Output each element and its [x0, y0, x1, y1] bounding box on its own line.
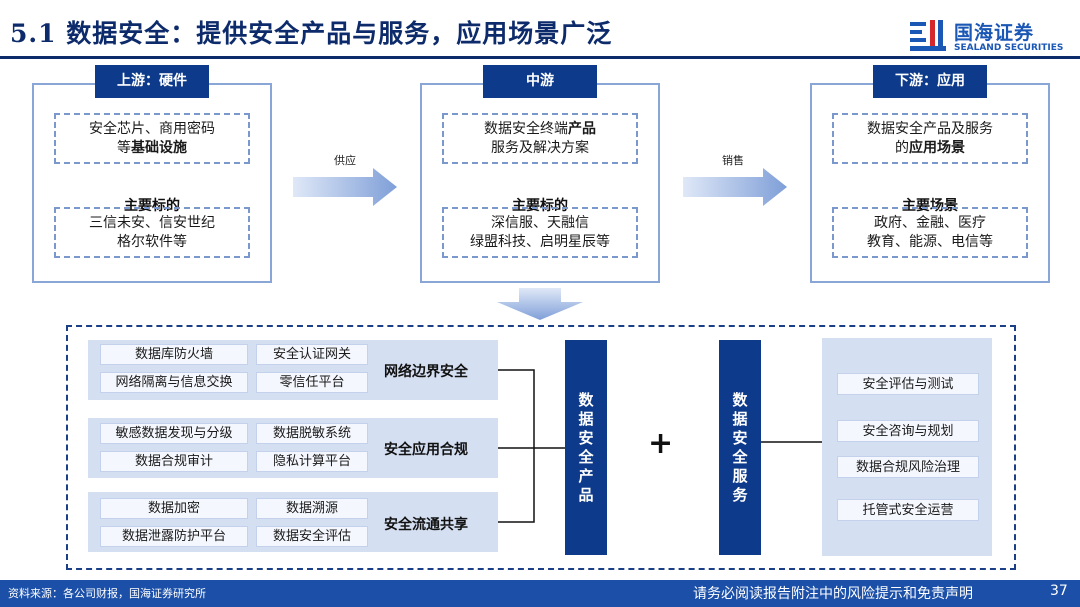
downstream-box2-line1: 政府、金融、医疗: [874, 215, 986, 231]
product-chip: 数据安全评估: [256, 526, 368, 547]
product-chip: 数据溯源: [256, 498, 368, 519]
midstream-header: 中游: [483, 65, 597, 98]
footer-disclaimer: 请务必阅读报告附注中的风险提示和免责声明: [693, 586, 973, 602]
downstream-box1-line2-emphasis: 应用场景: [909, 140, 965, 156]
logo-english-name: SEALAND SECURITIES: [954, 43, 1064, 53]
product-chip: 隐私计算平台: [256, 451, 368, 472]
upstream-infrastructure-box: 安全芯片、商用密码 等基础设施: [54, 113, 250, 164]
upstream-box2-line1: 三信未安、信安世纪: [89, 215, 215, 231]
midstream-targets-box: 深信服、天融信 绿盟科技、启明星辰等: [442, 207, 638, 258]
product-chip: 敏感数据发现与分级: [100, 423, 248, 444]
midstream-stage-box: 数据安全终端产品 服务及解决方案 主要标的 深信服、天融信 绿盟科技、启明星辰等: [420, 83, 660, 283]
company-logo: 国海证券 SEALAND SECURITIES: [908, 18, 1070, 58]
services-bar-char: 据: [732, 409, 748, 428]
title-divider: [0, 56, 1080, 59]
sales-arrow-label: 销售: [722, 154, 744, 167]
products-bar-char: 品: [578, 485, 594, 504]
product-chip: 数据加密: [100, 498, 248, 519]
upstream-box1-line1: 安全芯片、商用密码: [89, 121, 215, 137]
products-bar-char: 据: [578, 409, 594, 428]
product-chip: 数据库防火墙: [100, 344, 248, 365]
logo-chinese-name: 国海证券: [954, 22, 1035, 44]
products-bar-char: 产: [578, 466, 594, 485]
product-chip: 安全认证网关: [256, 344, 368, 365]
upstream-box1-line2-emphasis: 基础设施: [131, 140, 187, 156]
category-label: 安全流通共享: [384, 517, 468, 533]
services-bar-char: 安: [732, 428, 748, 447]
product-chip: 数据脱敏系统: [256, 423, 368, 444]
downstream-industries-box: 政府、金融、医疗 教育、能源、电信等: [832, 207, 1028, 258]
midstream-box2-line2: 绿盟科技、启明星辰等: [470, 234, 610, 250]
midstream-box2-line1: 深信服、天融信: [491, 215, 589, 231]
services-bar-char: 全: [732, 447, 748, 466]
midstream-box1-line1: 数据安全终端产品: [444, 120, 636, 139]
upstream-box1-line2-prefix: 等: [117, 140, 131, 156]
page-title: 5.1 数据安全：提供安全产品与服务，应用场景广泛: [10, 19, 613, 48]
data-security-services-bar: 数 据 安 全 服 务: [719, 340, 761, 555]
downstream-box1-line2: 的应用场景: [834, 139, 1026, 158]
downstream-sub-title: 主要场景: [902, 198, 958, 214]
products-services-container: [66, 325, 1016, 570]
downstream-box1-line2-prefix: 的: [895, 140, 909, 156]
downstream-box2-line2: 教育、能源、电信等: [867, 234, 993, 250]
upstream-header: 上游：硬件: [95, 65, 209, 98]
upstream-sub-title: 主要标的: [124, 198, 180, 214]
midstream-sub-title: 主要标的: [512, 198, 568, 214]
services-bar-char: 数: [732, 390, 748, 409]
downstream-stage-box: 数据安全产品及服务 的应用场景 主要场景 政府、金融、医疗 教育、能源、电信等: [810, 83, 1050, 283]
services-bar-char: 服: [732, 466, 748, 485]
sales-arrow-icon: [683, 168, 787, 206]
downstream-box1-line1: 数据安全产品及服务: [867, 121, 993, 137]
upstream-targets-box: 三信未安、信安世纪 格尔软件等: [54, 207, 250, 258]
services-connector-line: [761, 441, 823, 443]
product-chip: 数据泄露防护平台: [100, 526, 248, 547]
products-bar-char: 安: [578, 428, 594, 447]
midstream-box1-line1-prefix: 数据安全终端: [484, 121, 568, 137]
data-security-products-bar: 数 据 安 全 产 品: [565, 340, 607, 555]
category-bracket-connector: [498, 369, 566, 523]
service-chip: 托管式安全运营: [837, 499, 979, 521]
category-label: 网络边界安全: [384, 364, 468, 380]
sealand-logo-icon: [910, 20, 946, 51]
product-chip: 网络隔离与信息交换: [100, 372, 248, 393]
supply-arrow-icon: [293, 168, 397, 206]
category-label: 安全应用合规: [384, 442, 468, 458]
midstream-box1-line2: 服务及解决方案: [491, 140, 589, 156]
products-bar-char: 数: [578, 390, 594, 409]
upstream-stage-box: 安全芯片、商用密码 等基础设施 主要标的 三信未安、信安世纪 格尔软件等: [32, 83, 272, 283]
service-chip: 安全评估与测试: [837, 373, 979, 395]
products-bar-char: 全: [578, 447, 594, 466]
down-arrow-icon: [497, 288, 583, 320]
downstream-header: 下游：应用: [873, 65, 987, 98]
plus-sign: +: [648, 426, 674, 461]
footer-bar: [0, 580, 1080, 607]
page-number: 37: [1050, 583, 1068, 599]
product-chip: 零信任平台: [256, 372, 368, 393]
product-chip: 数据合规审计: [100, 451, 248, 472]
upstream-box2-line2: 格尔软件等: [117, 234, 187, 250]
services-bar-char: 务: [732, 485, 748, 504]
midstream-products-box: 数据安全终端产品 服务及解决方案: [442, 113, 638, 164]
downstream-scenarios-box: 数据安全产品及服务 的应用场景: [832, 113, 1028, 164]
service-chip: 安全咨询与规划: [837, 420, 979, 442]
service-chip: 数据合规风险治理: [837, 456, 979, 478]
upstream-box1-line2: 等基础设施: [56, 139, 248, 158]
services-panel: [822, 338, 992, 556]
footer-source: 资料来源：各公司财报，国海证券研究所: [8, 587, 206, 600]
midstream-box1-line1-emphasis: 产品: [568, 121, 596, 137]
supply-arrow-label: 供应: [334, 154, 356, 167]
